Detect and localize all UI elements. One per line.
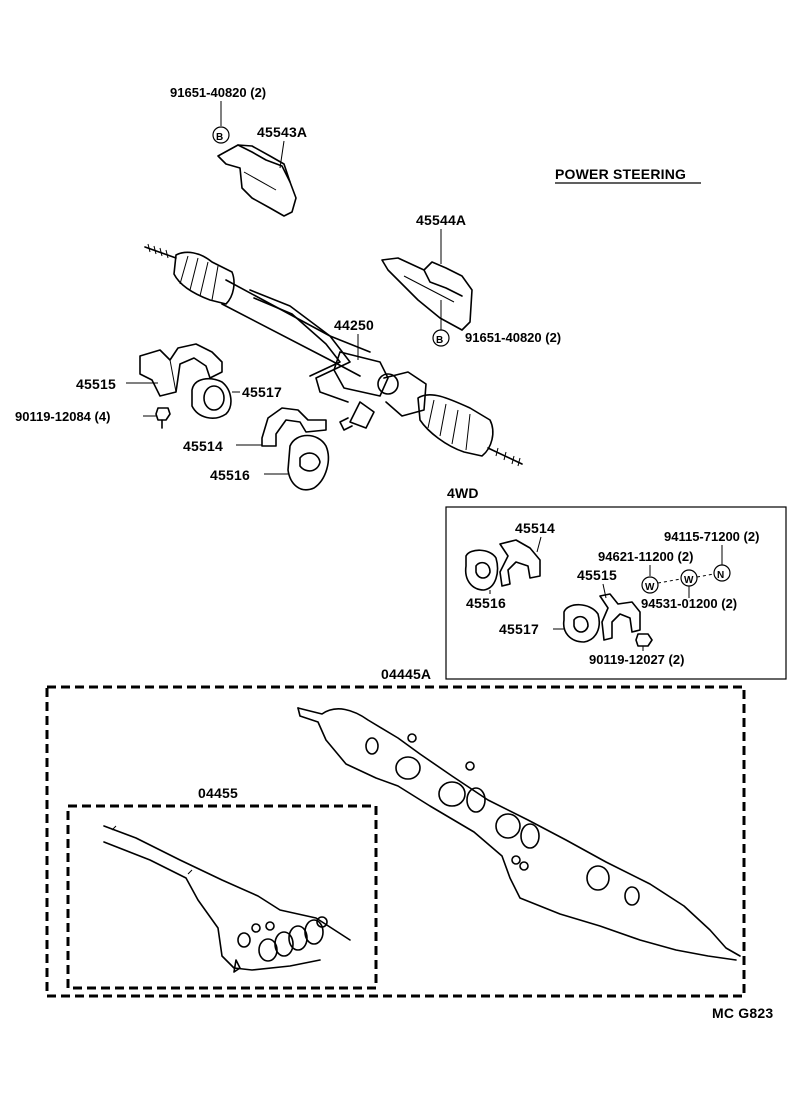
svg-text:B: B [436,335,443,346]
kit-04445a-box [45,685,746,998]
callout-04445a: 04445A [381,666,431,682]
fourwd-callout-bolt: 90119-12027 (2) [589,652,684,667]
fourwd-bushing-45517 [562,603,600,643]
callout-45516: 45516 [210,467,250,483]
callout-45514: 45514 [183,438,223,454]
fourwd-callout-nut: 94115-71200 (2) [664,529,759,544]
svg-text:W: W [645,582,655,593]
washer-w-symbol-1 [641,576,659,594]
fourwd-bracket-45514 [499,539,541,587]
steering-gear-44250 [144,243,523,467]
fourwd-callout-45516: 45516 [466,595,506,611]
footer-code: MC G823 [712,1005,773,1021]
fourwd-inset [445,506,787,680]
fourwd-heading: 4WD [447,485,479,501]
fourwd-bushing-45516 [464,549,499,591]
callout-45543a: 45543A [257,124,307,140]
callout-44250: 44250 [334,317,374,333]
bracket-45514 [261,407,327,447]
svg-text:B: B [216,132,223,143]
bracket-45543a [217,144,297,217]
bracket-45544a [381,257,473,331]
fourwd-callout-45517: 45517 [499,621,539,637]
bolt-b-symbol-top [212,126,230,144]
fourwd-callout-washer-b: 94531-01200 (2) [641,596,737,611]
fourwd-bracket-45515 [599,593,641,641]
seal-kit-outline [103,825,351,973]
callout-bolt-right: 91651-40820 (2) [465,330,561,345]
svg-text:N: N [717,570,724,581]
bushing-45517 [191,377,232,419]
bracket-45515 [139,343,223,397]
fourwd-callout-45515: 45515 [577,567,617,583]
bolt-90119-12084 [155,407,171,429]
fourwd-callout-45514: 45514 [515,520,555,536]
callout-04455: 04455 [198,785,238,801]
callout-45515: 45515 [76,376,116,392]
gear-housing-outline [297,707,741,961]
callout-45517: 45517 [242,384,282,400]
callout-45544a: 45544A [416,212,466,228]
nut-n-symbol [713,564,731,582]
callout-bolt-left: 90119-12084 (4) [15,409,110,424]
diagram-title: POWER STEERING [555,166,686,182]
bushing-45516 [287,434,330,491]
kit-04455-box [66,804,378,990]
callout-bolt-top: 91651-40820 (2) [170,85,266,100]
fourwd-bolt [635,633,653,647]
svg-text:W: W [684,575,694,586]
fourwd-callout-washer-a: 94621-11200 (2) [598,549,693,564]
